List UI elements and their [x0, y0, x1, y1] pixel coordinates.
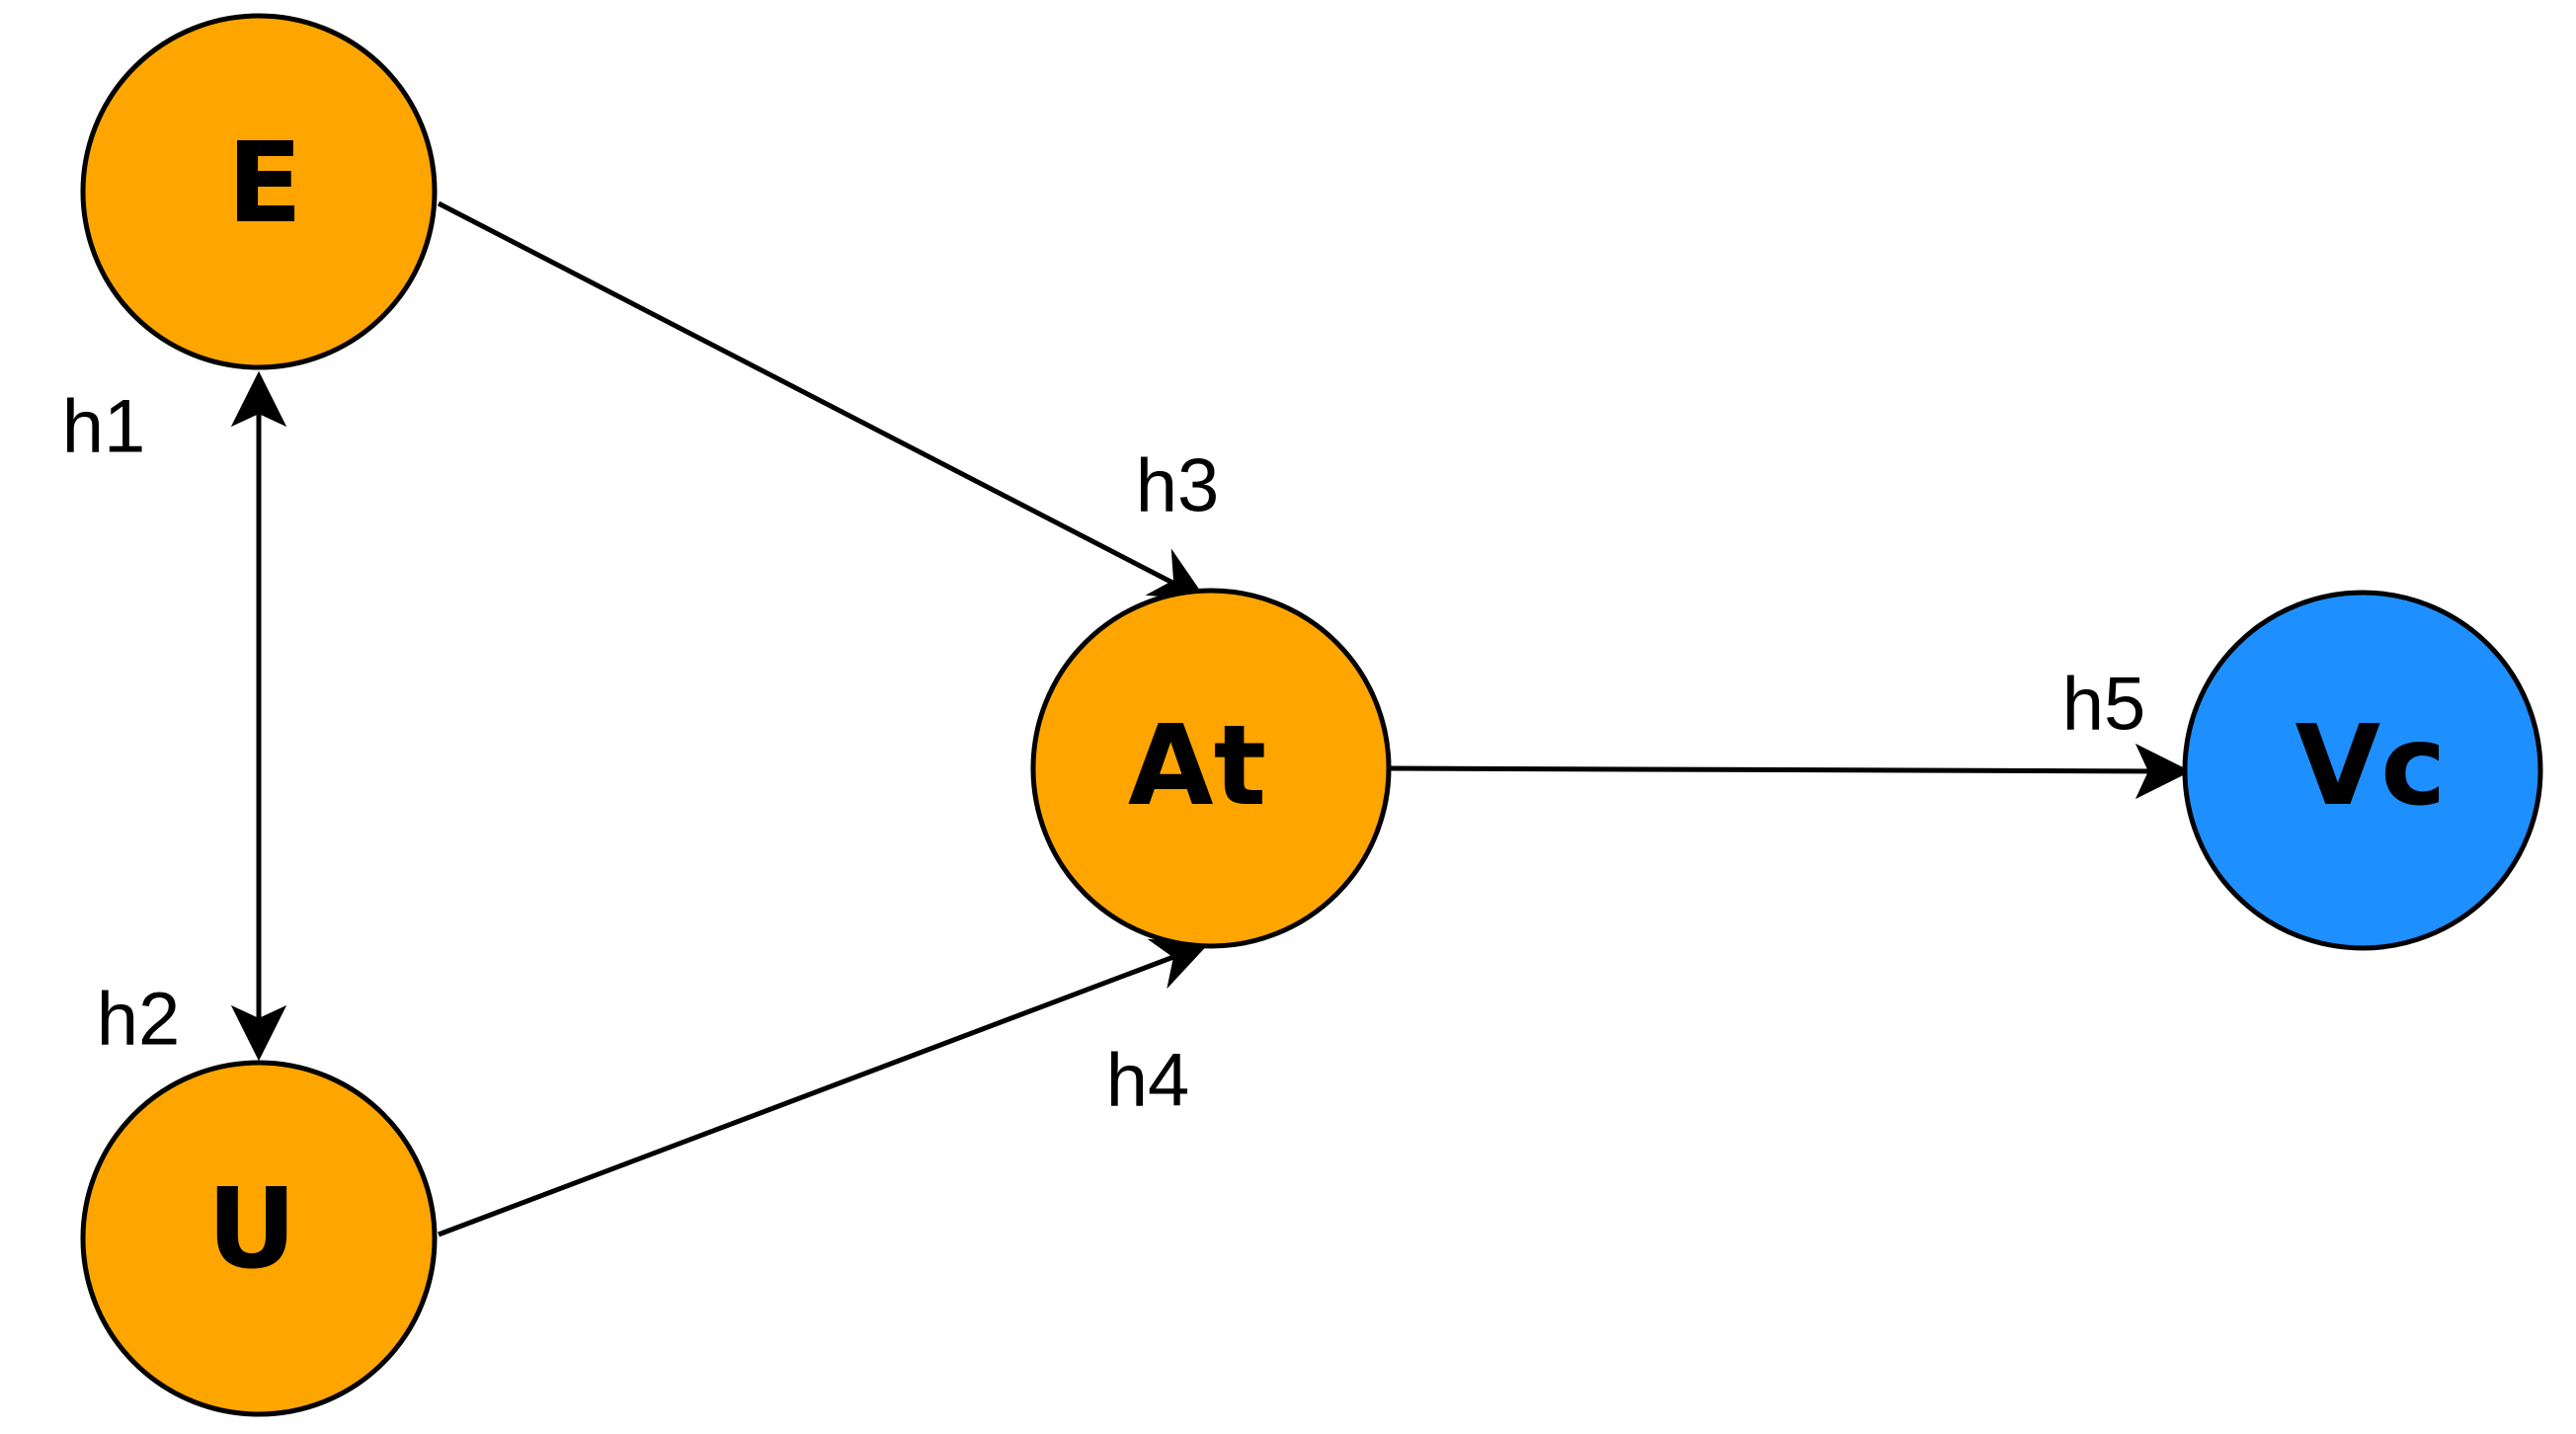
node-vc: Vc: [2182, 590, 2543, 951]
node-at-circle: [1030, 588, 1392, 949]
node-vc-circle: [2182, 590, 2543, 951]
edge-label-h4: h4: [1106, 1039, 1190, 1123]
arrowhead-to-e: [230, 370, 287, 428]
edge-u-at: [438, 951, 1182, 1237]
edge-labels: h1 h2 h3 h4 h5: [62, 385, 2146, 1123]
arrowhead-to-u: [230, 1004, 287, 1062]
node-u-label: U: [207, 1165, 297, 1294]
edge-e-at: [437, 200, 1182, 590]
edges: [230, 200, 2192, 1237]
edge-at-vc: [1388, 765, 2160, 774]
arrowhead-at-vc: [2134, 743, 2192, 800]
node-e-circle: [80, 13, 438, 370]
node-u-circle: [80, 1060, 438, 1417]
node-e: E: [80, 13, 438, 370]
node-vc-label: Vc: [2294, 702, 2446, 831]
node-e-label: E: [227, 120, 303, 248]
edge-label-h1: h1: [62, 385, 146, 469]
edge-label-h3: h3: [1136, 444, 1220, 528]
edge-label-h2: h2: [97, 978, 181, 1062]
node-u: U: [80, 1060, 438, 1417]
node-at-label: At: [1128, 702, 1266, 831]
node-at: At: [1030, 588, 1392, 949]
edge-label-h5: h5: [2062, 663, 2146, 747]
